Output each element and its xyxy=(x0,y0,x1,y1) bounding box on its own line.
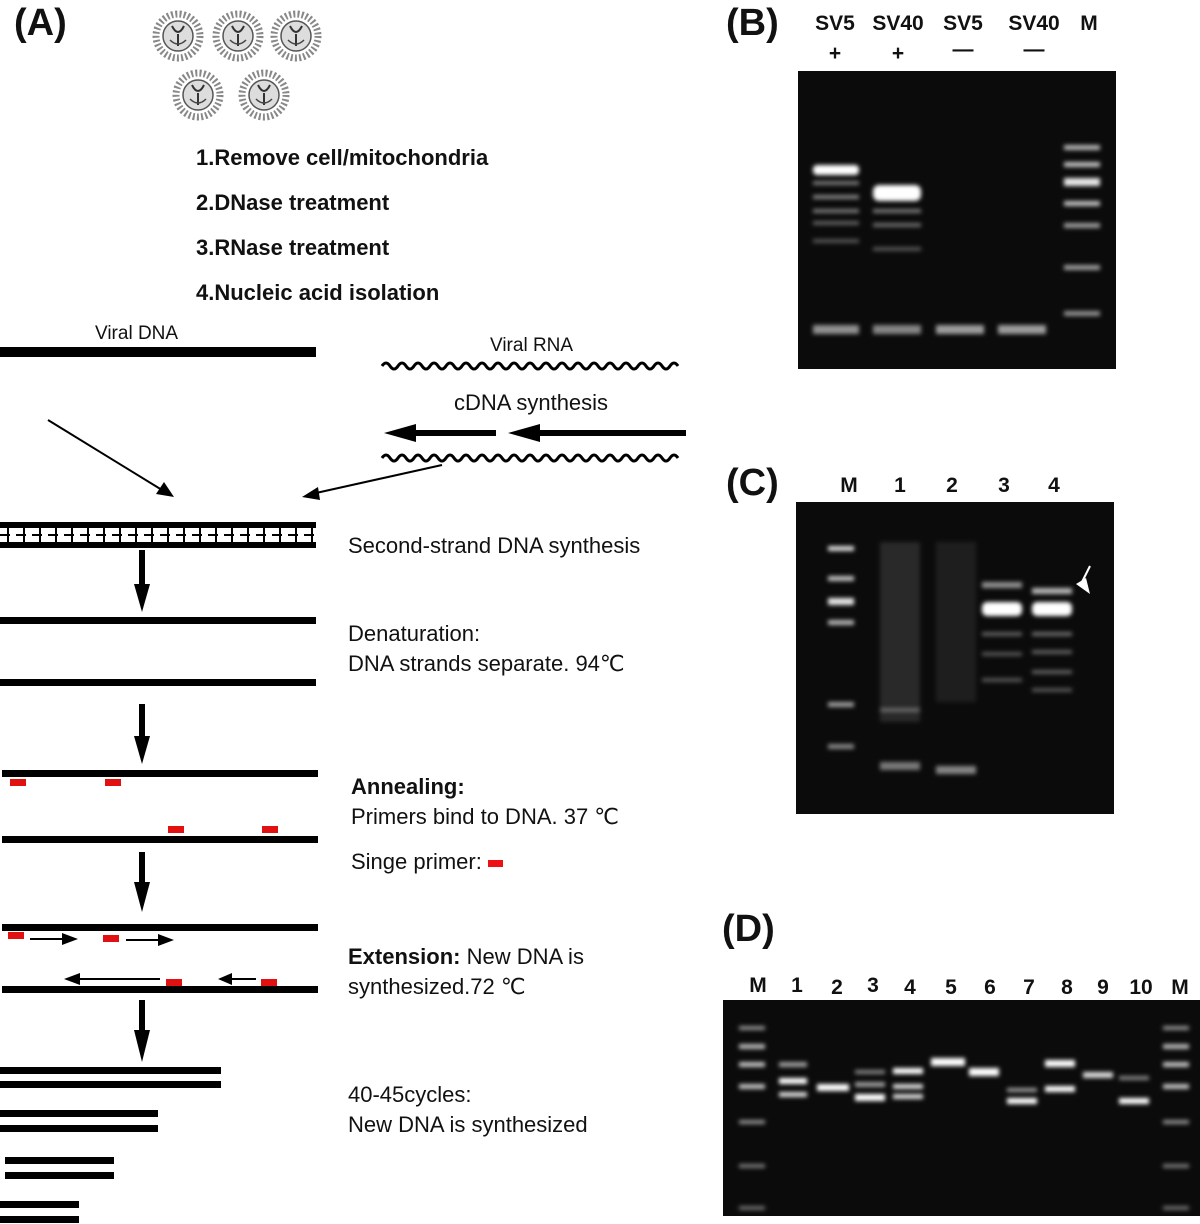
extension-line-1: Extension: New DNA is xyxy=(348,944,584,970)
gel-b-image xyxy=(798,71,1116,369)
gel-b-lane-label: SV40 xyxy=(1008,12,1060,35)
gel-d-lane-label: 4 xyxy=(904,976,916,999)
band-arrow-icon xyxy=(1076,565,1091,594)
gel-d-image xyxy=(723,1000,1200,1216)
rna-template-strand xyxy=(380,453,680,463)
gel-b-lane-label: SV40 xyxy=(872,12,924,35)
gel-d-lane-label: 3 xyxy=(867,974,879,997)
viral-rna-label: Viral RNA xyxy=(490,335,574,356)
denaturation-text: DNA strands separate. 94℃ xyxy=(348,651,625,676)
single-primer-legend: Singe primer: xyxy=(351,849,503,875)
gel-b-sign: — xyxy=(952,38,974,61)
primer xyxy=(168,826,184,833)
primer xyxy=(105,779,121,786)
primer xyxy=(262,826,278,833)
virus-particle-icon xyxy=(242,73,286,117)
extension-text: New DNA is xyxy=(460,944,584,969)
gel-c-lane-label: 2 xyxy=(946,474,958,497)
step-4: 4.Nucleic acid isolation xyxy=(196,280,440,305)
gel-b-lane-label: SV5 xyxy=(815,12,855,35)
gel-d-lane-label: 1 xyxy=(791,974,803,997)
viral-dna-label: Viral DNA xyxy=(95,323,179,344)
single-primer-label: Singe primer: xyxy=(351,849,482,874)
primer-swatch xyxy=(487,859,503,867)
second-strand-label: Second-strand DNA synthesis xyxy=(348,533,641,558)
extension-title: Extension: xyxy=(348,944,461,969)
step-1: 1.Remove cell/mitochondria xyxy=(196,145,489,170)
step-3: 3.RNase treatment xyxy=(196,235,390,260)
gel-b-sign: + xyxy=(828,42,842,65)
step-2: 2.DNase treatment xyxy=(196,190,390,215)
gel-c-image xyxy=(796,502,1114,814)
panel-label-c: (C) xyxy=(726,462,779,504)
extension-text-2: synthesized.72 ℃ xyxy=(348,974,526,999)
viral-rna-strand xyxy=(380,361,680,371)
virus-particle-icon xyxy=(274,14,318,58)
gel-c-lane-label: 4 xyxy=(1048,474,1060,497)
gel-c-lane-label: 3 xyxy=(998,474,1010,497)
primer xyxy=(10,779,26,786)
panel-label-d: (D) xyxy=(722,908,775,950)
cdna-label: cDNA synthesis xyxy=(454,390,609,415)
down-arrow-icon xyxy=(134,1000,150,1062)
gel-b-lane-label: M xyxy=(1080,12,1098,35)
gel-d-lane-label: 2 xyxy=(831,976,843,999)
gel-d-lane-label: M xyxy=(749,974,767,997)
down-arrow-icon xyxy=(134,704,150,764)
gel-c-lane-label: M xyxy=(840,474,858,497)
gel-d-lane-label: 8 xyxy=(1061,976,1073,999)
gel-d-lane-label: 7 xyxy=(1023,976,1035,999)
viral-dna-strand xyxy=(0,347,316,357)
gel-b-lane-label: SV5 xyxy=(943,12,983,35)
gel-b-sign: — xyxy=(1023,38,1045,61)
gel-c-lane-label: 1 xyxy=(894,474,906,497)
down-arrow-icon xyxy=(134,550,150,612)
gel-d-lane-label: 9 xyxy=(1097,976,1109,999)
annealing-text: Primers bind to DNA. 37 ℃ xyxy=(351,804,620,829)
denaturation-title: Denaturation: xyxy=(348,621,481,646)
cycles-title: 40-45cycles: xyxy=(348,1082,472,1107)
gel-b-sign: + xyxy=(891,42,905,65)
virus-particle-icon xyxy=(156,14,200,58)
gel-d-lane-label: 5 xyxy=(945,976,957,999)
virus-particle-icon xyxy=(176,73,220,117)
panel-label-a: (A) xyxy=(14,2,67,44)
panel-label-b: (B) xyxy=(726,2,779,44)
gel-d-lane-label: 10 xyxy=(1129,976,1153,999)
gel-d-lane-label: 6 xyxy=(984,976,996,999)
virus-particle-icon xyxy=(216,14,260,58)
down-arrow-icon xyxy=(134,852,150,912)
gel-d-lane-label: M xyxy=(1171,976,1189,999)
annealing-title: Annealing: xyxy=(351,774,465,799)
cycles-text: New DNA is synthesized xyxy=(348,1112,588,1137)
